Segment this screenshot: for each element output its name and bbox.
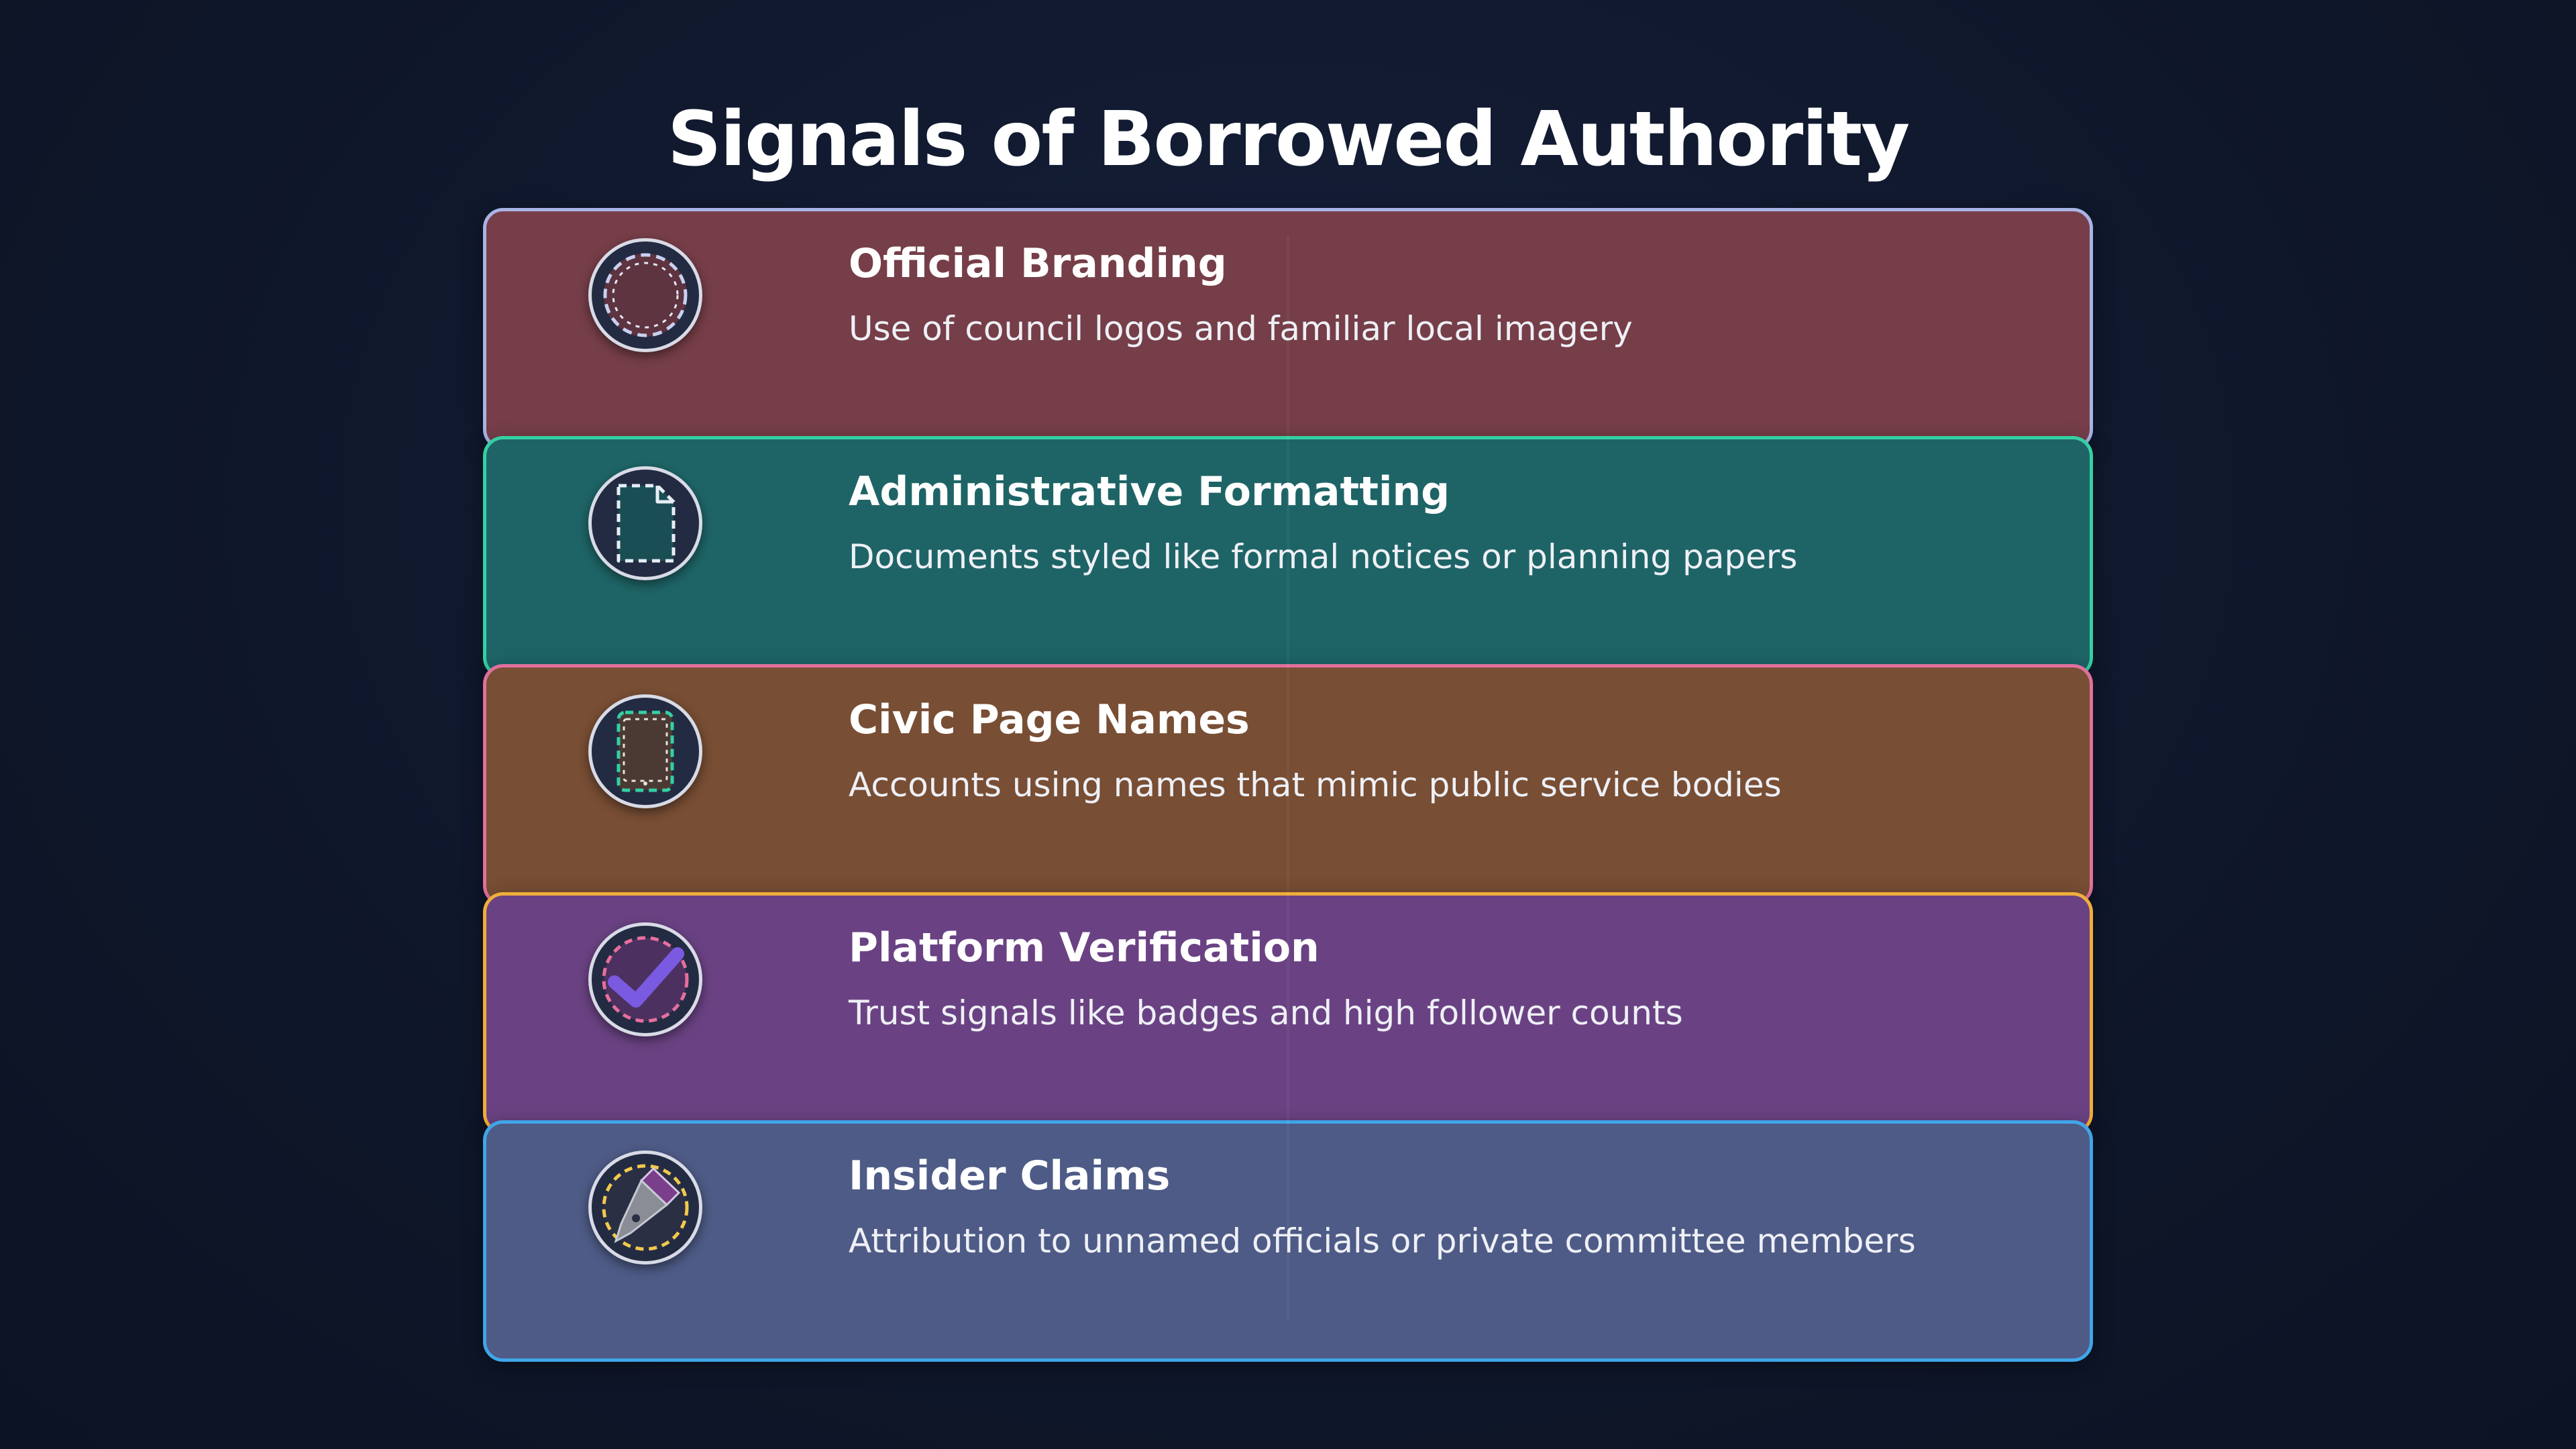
signal-card-insider-claims: Insider Claims Attribution to unnamed of…	[483, 1120, 2093, 1362]
card-title: Civic Page Names	[849, 696, 1250, 743]
signal-card-official-branding: Official Branding Use of council logos a…	[483, 208, 2093, 449]
card-title: Insider Claims	[849, 1152, 1171, 1199]
page-title: Signals of Borrowed Authority	[667, 96, 1910, 183]
document-icon	[588, 466, 702, 580]
card-description: Trust signals like badges and high follo…	[849, 994, 1683, 1032]
card-description: Attribution to unnamed officials or priv…	[849, 1222, 1916, 1260]
card-description: Documents styled like formal notices or …	[849, 537, 1798, 576]
card-title: Platform Verification	[849, 924, 1320, 971]
signal-stack: Official Branding Use of council logos a…	[483, 208, 2093, 1368]
card-title: Administrative Formatting	[849, 468, 1450, 515]
card-description: Accounts using names that mimic public s…	[849, 765, 1782, 804]
signal-card-civic-page-names: Civic Page Names Accounts using names th…	[483, 664, 2093, 906]
signal-card-administrative-formatting: Administrative Formatting Documents styl…	[483, 436, 2093, 678]
card-title: Official Branding	[849, 240, 1227, 287]
card-description: Use of council logos and familiar local …	[849, 309, 1633, 348]
quill-icon	[588, 1150, 702, 1265]
signal-card-platform-verification: Platform Verification Trust signals like…	[483, 892, 2093, 1134]
tablet-icon	[588, 694, 702, 808]
checkmark-icon	[588, 922, 702, 1036]
seal-icon	[588, 238, 702, 352]
